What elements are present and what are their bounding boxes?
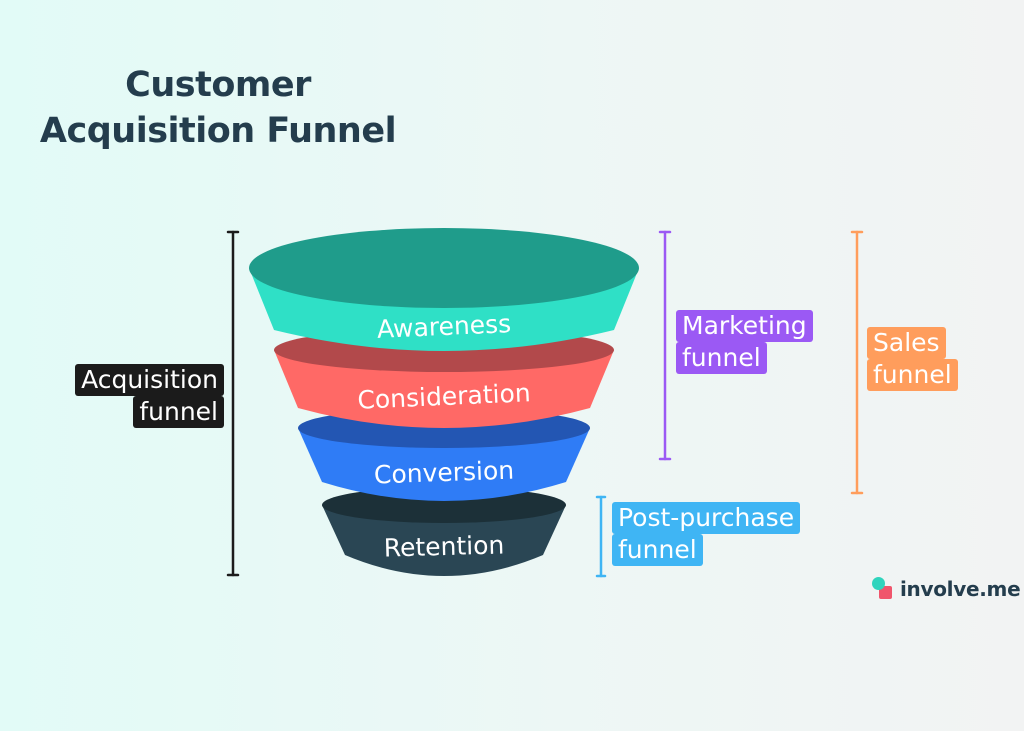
title-line-2: Acquisition Funnel: [39, 111, 397, 151]
sales-tag-line-2: funnel: [867, 359, 958, 391]
stage-retention-label: Retention: [383, 530, 504, 562]
stage-conversion-body: [298, 428, 590, 501]
sales-funnel-tag: Sales funnel: [867, 327, 958, 391]
stage-awareness-top: [249, 228, 639, 308]
sales-bracket: [850, 230, 864, 495]
post-purchase-tag-line-1: Post-purchase: [612, 502, 801, 534]
involve-me-logo-icon: [872, 577, 894, 601]
marketing-tag-line-2: funnel: [676, 342, 767, 374]
stage-consideration-body: [274, 350, 614, 428]
funnel-stage-awareness: Awareness: [249, 228, 639, 351]
post-purchase-tag-line-2: funnel: [612, 534, 703, 566]
page-title: Customer Acquisition Funnel: [0, 62, 436, 154]
sales-tag-line-1: Sales: [867, 327, 946, 359]
acquisition-bracket: [226, 230, 240, 577]
acquisition-tag-line-2: funnel: [133, 396, 224, 428]
stage-awareness-label: Awareness: [376, 309, 511, 344]
title-line-1: Customer: [125, 65, 311, 105]
stage-conversion-label: Conversion: [373, 456, 514, 490]
involve-me-logo: involve.me: [872, 576, 1021, 602]
marketing-bracket: [658, 230, 672, 461]
marketing-tag-line-1: Marketing: [676, 310, 813, 342]
stage-retention-body: [322, 505, 566, 576]
acquisition-funnel-tag: Acquisition funnel: [52, 364, 224, 428]
marketing-funnel-tag: Marketing funnel: [676, 310, 813, 374]
logo-text: involve.me: [900, 577, 1021, 601]
post-purchase-bracket: [595, 495, 607, 578]
post-purchase-funnel-tag: Post-purchase funnel: [612, 502, 801, 566]
acquisition-tag-line-1: Acquisition: [75, 364, 224, 396]
